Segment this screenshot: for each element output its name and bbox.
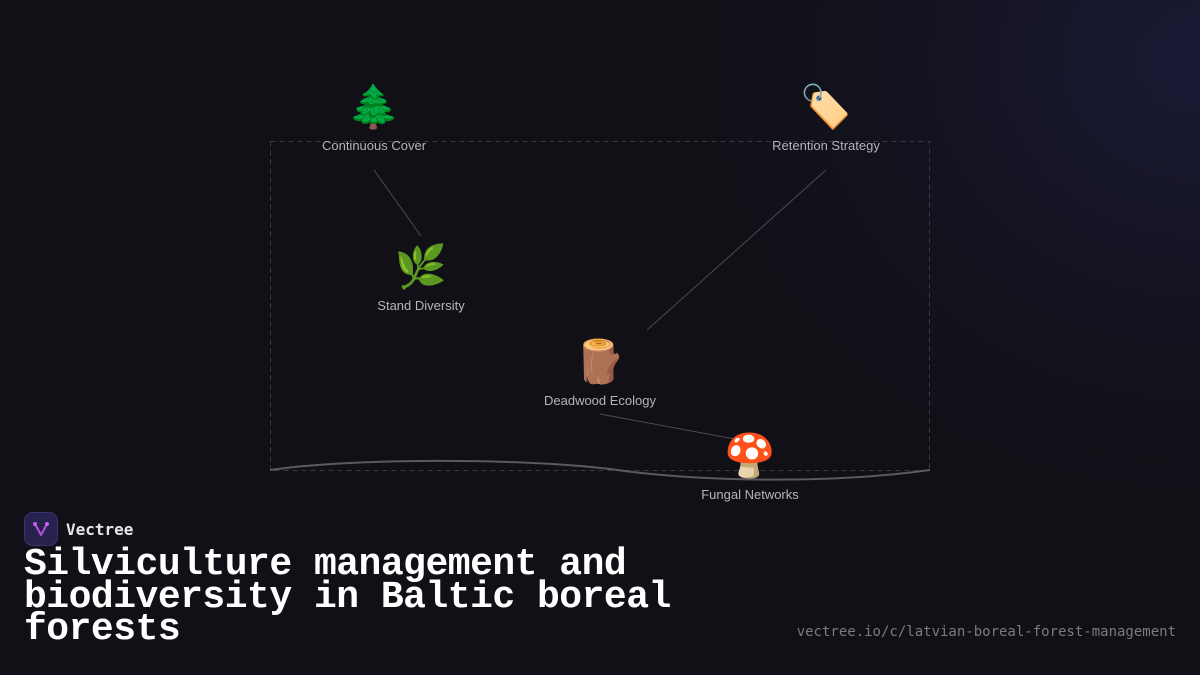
wood-log-icon: 🪵 — [573, 337, 627, 386]
node-continuous-cover[interactable]: 🌲 Continuous Cover — [322, 82, 426, 153]
mushroom-icon: 🍄 — [723, 431, 777, 480]
node-fungal-networks[interactable]: 🍄 Fungal Networks — [701, 431, 799, 502]
node-label: Deadwood Ecology — [543, 393, 657, 408]
page-title: Silviculture management and biodiversity… — [24, 543, 671, 651]
edge-deadwood-ecology-fungal-networks — [599, 413, 741, 441]
vectree-fork-icon — [24, 512, 58, 546]
brand[interactable]: Vectree — [24, 512, 133, 546]
ground-curve — [269, 459, 931, 481]
diagram-frame — [270, 141, 930, 471]
node-label: Retention Strategy — [772, 138, 880, 153]
node-label: Continuous Cover — [321, 138, 427, 153]
label-tag-icon: 🏷️ — [799, 82, 853, 131]
node-label: Fungal Networks — [701, 487, 799, 502]
node-deadwood-ecology[interactable]: 🪵 Deadwood Ecology — [544, 337, 656, 408]
node-retention-strategy[interactable]: 🏷️ Retention Strategy — [772, 82, 880, 153]
node-label: Stand Diversity — [377, 298, 465, 313]
edge-continuous-cover-stand-diversity — [373, 169, 422, 237]
herb-icon: 🌿 — [394, 242, 448, 291]
evergreen-tree-icon: 🌲 — [347, 82, 401, 131]
edge-retention-strategy-deadwood-ecology — [646, 169, 827, 331]
brand-name: Vectree — [66, 519, 134, 539]
page-url[interactable]: vectree.io/c/latvian-boreal-forest-manag… — [796, 624, 1176, 640]
node-stand-diversity[interactable]: 🌿 Stand Diversity — [377, 242, 464, 313]
